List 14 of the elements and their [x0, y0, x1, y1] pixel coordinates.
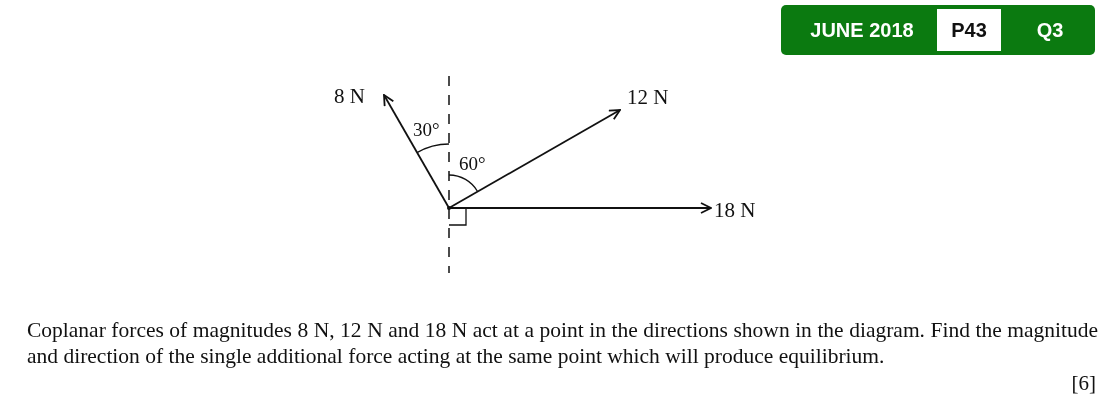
question-number: Q3 — [1035, 18, 1065, 43]
angle-label: 60° — [459, 154, 486, 173]
force-label: 8 N — [334, 86, 365, 107]
force-arrow — [383, 94, 450, 209]
force-label: 12 N — [627, 87, 669, 108]
force-label: 18 N — [714, 200, 756, 221]
force-origin-point — [447, 206, 451, 210]
exam-date: JUNE 2018 — [809, 18, 915, 43]
marks: [6] — [1071, 373, 1096, 394]
force-arrow — [448, 109, 621, 209]
force-arrow — [448, 202, 712, 214]
angle-label: 30° — [413, 120, 440, 139]
question-text: Coplanar forces of magnitudes 8 N, 12 N and 18 N act at a point in the directions shown in the diagram. Find the magnitude and direction of the single additional force acting at the same point which will produce equilibrium. — [27, 318, 1098, 369]
paper-tag: P43 — [937, 9, 1001, 51]
